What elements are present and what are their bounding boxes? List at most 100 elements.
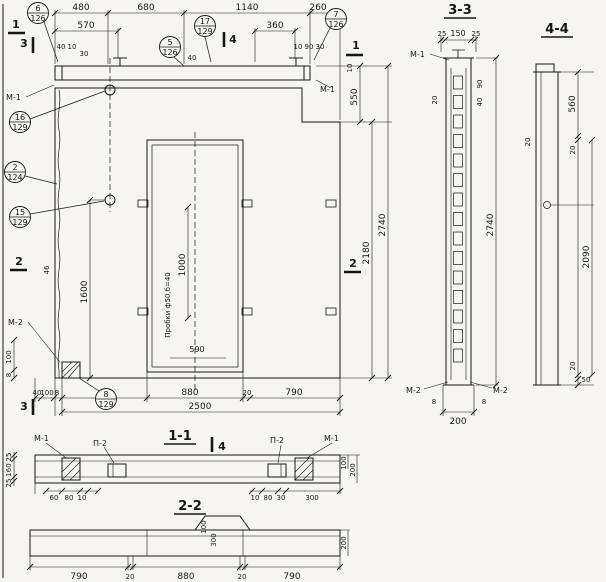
callout-leaders: [24, 21, 331, 392]
cut-4-in-1-1: 4: [218, 440, 226, 453]
left-joint-wavy-edge: [57, 89, 61, 378]
dim-90: 90: [476, 80, 484, 89]
edge-clamps: [137, 199, 337, 316]
dim-570: 570: [77, 21, 94, 31]
dim-60: 60: [50, 494, 59, 502]
p2-plug-left: [107, 463, 127, 478]
dim-590: 590: [189, 345, 204, 354]
callout-15-129: 15 129: [9, 206, 31, 228]
callout-num: 7: [333, 10, 338, 19]
dim-25a: 25: [5, 453, 13, 462]
embed-circle-top: [104, 84, 116, 96]
mark-m1-left: М-1: [6, 93, 21, 102]
dim-v8: 8: [5, 373, 13, 377]
m1-anchor-right: [294, 457, 314, 481]
callout-16-129: 16 129: [9, 111, 31, 133]
dim-680: 680: [137, 3, 154, 13]
callout-sheet: 124: [7, 173, 22, 182]
callout-num: 15: [15, 208, 25, 217]
dim-200: 200: [349, 463, 357, 476]
dim-20: 20: [243, 389, 252, 397]
dim-v100: 100: [5, 350, 13, 363]
section-cut-flags: [8, 31, 363, 415]
cut-1-left: 1: [12, 18, 20, 31]
dim-160: 160: [5, 463, 13, 476]
mark-m1-right: М-1: [324, 434, 339, 443]
callout-num: 8: [103, 390, 108, 399]
opening-outer: [146, 139, 244, 373]
dim-90c: 90: [305, 43, 314, 51]
callout-sheet: 126: [162, 48, 177, 57]
callout-5-126: 5 126: [159, 36, 181, 58]
dim-40b: 40: [188, 54, 197, 62]
sill-bump: [194, 515, 251, 531]
cut-2-right: 2: [349, 257, 357, 270]
callout-6-126: 6 126: [27, 2, 49, 24]
section-1-1-title: 1-1: [168, 429, 192, 444]
dim-2500: 2500: [189, 402, 212, 412]
dim-50: 50: [582, 376, 591, 384]
dim-260: 260: [309, 3, 326, 13]
dim-80r: 80: [264, 494, 273, 502]
dim-25b: 25: [5, 479, 13, 488]
dim-880: 880: [177, 572, 194, 582]
dim-b100: 100: [40, 389, 53, 397]
callout-balloons: 6 126 17 129 7 126 5 126 16 1 2: [4, 2, 347, 410]
dim-46: 46: [43, 265, 51, 274]
dim-20r: 20: [238, 573, 247, 581]
panel-elevation: [54, 57, 341, 392]
mark-m2-right: М-2: [493, 386, 508, 395]
dim-20-bottom: 20: [569, 362, 577, 371]
dim-150: 150: [450, 29, 465, 38]
dim-880: 880: [181, 388, 198, 398]
dim-10a: 10: [68, 43, 77, 51]
dim-2740: 2740: [378, 213, 388, 236]
dim-1600: 1600: [80, 280, 90, 303]
dim-20-left: 20: [524, 138, 532, 147]
panel-hole: [543, 201, 551, 209]
dim-10l: 10: [78, 494, 87, 502]
callout-sheet: 126: [328, 20, 343, 29]
panel-mark-labels: М-1 М-1 М-2: [6, 79, 335, 363]
dim-25l: 25: [438, 30, 447, 38]
callout-num: 5: [167, 38, 172, 47]
section-1-1: 1-1 4: [5, 429, 360, 502]
panel-dimension-texts: 480 680 1140 260 570 360 40 10 30 40 10 …: [5, 3, 388, 412]
callout-num: 17: [200, 17, 210, 26]
dim-790l: 790: [70, 572, 87, 582]
dim-20-top: 20: [569, 146, 577, 155]
panel-outline: [54, 87, 341, 379]
callout-sheet: 129: [12, 218, 27, 227]
dim-10r: 10: [251, 494, 260, 502]
dim-2180: 2180: [362, 241, 372, 264]
section-4-4: 4-4 560 20 20 2090 20 50: [524, 22, 596, 389]
m1-anchor-left: [61, 457, 81, 481]
mark-m1-left: М-1: [34, 434, 49, 443]
dimension-ticks: [10, 9, 392, 416]
dim-2740: 2740: [486, 213, 496, 236]
dim-100: 100: [200, 520, 208, 533]
dim-10c: 10: [294, 43, 303, 51]
callout-2-124: 2 124: [4, 161, 26, 183]
dim-100: 100: [340, 456, 348, 469]
cut-1-right: 1: [352, 39, 360, 52]
section-3-3: 3-3 25: [406, 3, 508, 427]
dim-30a: 30: [80, 50, 89, 58]
mark-p2-right: П-2: [270, 436, 284, 445]
dim-200: 200: [449, 417, 466, 427]
dim-2090: 2090: [582, 245, 592, 268]
dim-300: 300: [305, 494, 318, 502]
dim-80l: 80: [65, 494, 74, 502]
section-cut-labels: 1 1 2 2 3 3 4: [12, 18, 360, 413]
dim-8r: 8: [482, 398, 486, 406]
callout-num: 2: [12, 163, 17, 172]
dim-790r: 790: [283, 572, 300, 582]
callout-sheet: 126: [30, 14, 45, 23]
section-3-3-title: 3-3: [448, 3, 472, 18]
cut-4-top: 4: [229, 33, 237, 46]
dim-40: 40: [476, 98, 484, 107]
callout-num: 16: [15, 113, 25, 122]
mark-m1-right: М-1: [320, 85, 335, 94]
